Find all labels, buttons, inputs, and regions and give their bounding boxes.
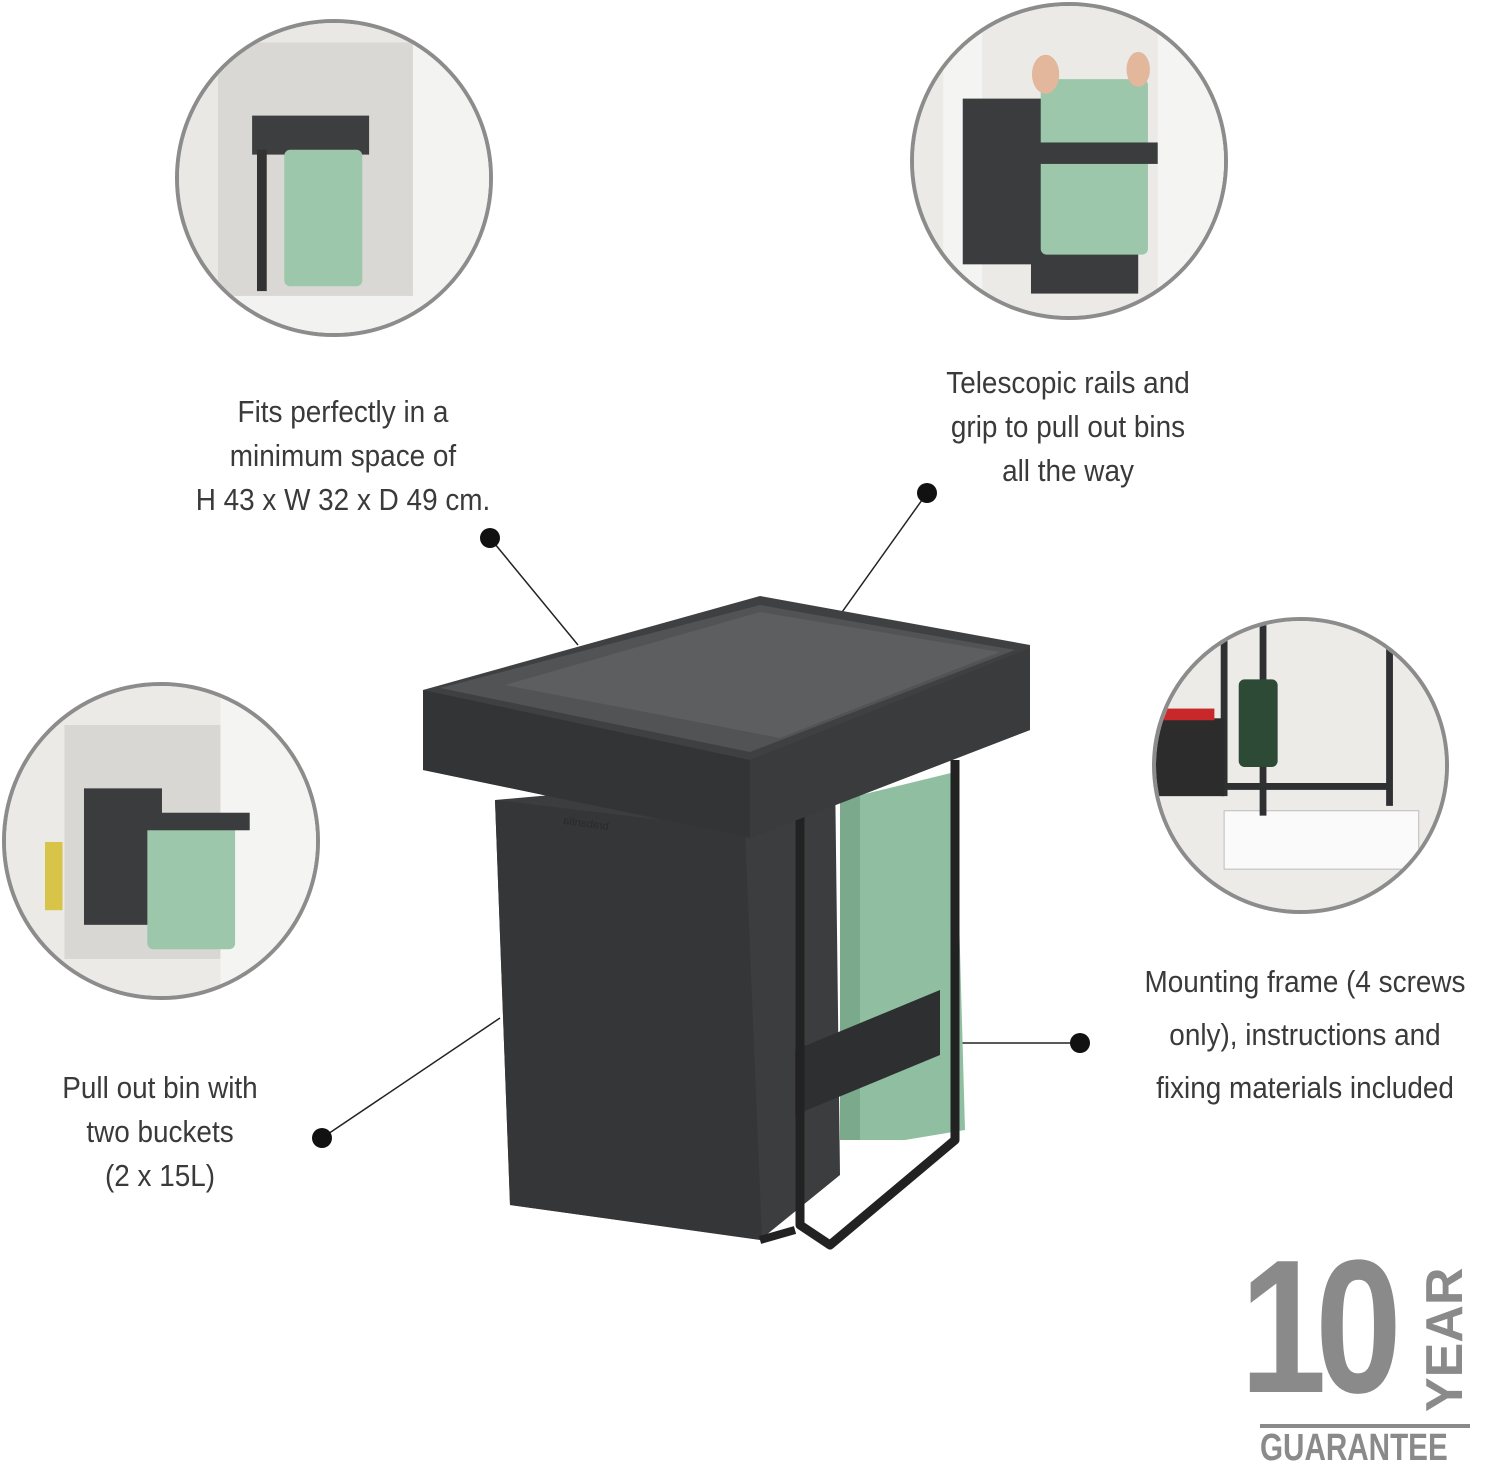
caption-space: Fits perfectly in a minimum space of H 4… [163, 390, 523, 522]
badge-divider [1260, 1424, 1470, 1428]
leader-dots [312, 483, 1090, 1148]
caption-line: (2 x 15L) [104, 1158, 216, 1193]
space-dot [480, 528, 500, 548]
frame-dot [1070, 1033, 1090, 1053]
guarantee-badge: 10 YEAR GUARANTEE [1240, 1232, 1474, 1468]
caption-line: minimum space of [229, 438, 457, 473]
buckets-dot [312, 1128, 332, 1148]
leader-lines [321, 492, 1080, 1139]
pull-out-bin [423, 596, 1030, 1250]
caption-line: Fits perfectly in a [237, 394, 449, 429]
pull-out-bin-photo [2, 682, 320, 1000]
caption-buckets: Pull out bin with two buckets (2 x 15L) [0, 1066, 340, 1198]
rails-dot [917, 483, 937, 503]
caption-line: all the way [1002, 453, 1134, 488]
mounting-frame-photo [1152, 617, 1449, 914]
caption-line: Pull out bin with [62, 1070, 258, 1105]
caption-line: grip to pull out bins [950, 409, 1186, 444]
badge-label: GUARANTEE [1260, 1427, 1448, 1469]
caption-line: Mounting frame (4 screws [1144, 964, 1466, 999]
caption-frame: Mounting frame (4 screws only), instruct… [1107, 955, 1500, 1114]
telescopic-rails-photo [910, 2, 1228, 320]
caption-line: H 43 x W 32 x D 49 cm. [195, 482, 491, 517]
caption-line: fixing materials included [1156, 1070, 1454, 1105]
badge-number: 10 [1240, 1221, 1402, 1433]
caption-line: only), instructions and [1169, 1017, 1441, 1052]
caption-rails: Telescopic rails and grip to pull out bi… [888, 361, 1248, 493]
caption-line: two buckets [86, 1114, 234, 1149]
badge-unit: YEAR [1416, 1267, 1474, 1412]
caption-line: Telescopic rails and [946, 365, 1190, 400]
